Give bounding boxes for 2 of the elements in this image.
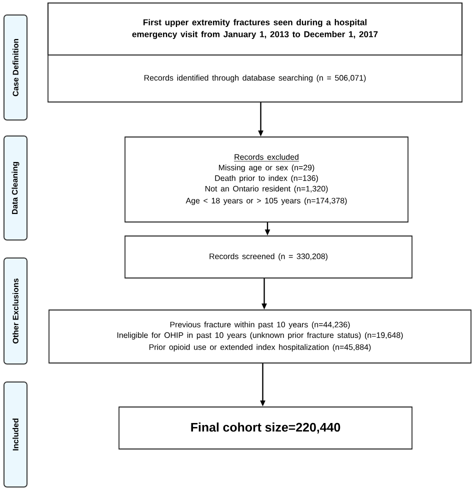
criteria-box: First upper extremity fractures seen during a hospital emergency visit from January 1, 2013 to December 1, 2017 — [47, 2, 463, 56]
result-box: Final cohort size=220,440 — [118, 406, 412, 450]
